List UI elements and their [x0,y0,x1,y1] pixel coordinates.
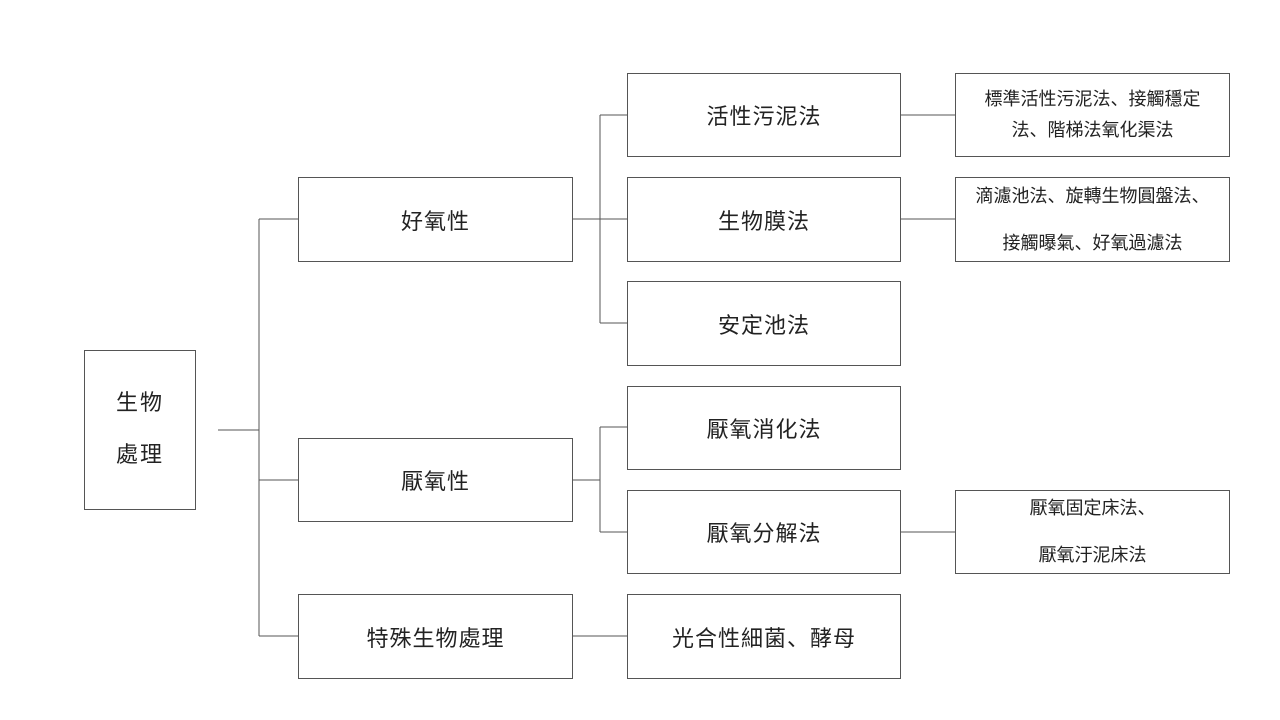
node-photosynthetic-bacteria-yeast: 光合性細菌、酵母 [627,594,901,679]
node-activated-sludge: 活性污泥法 [627,73,901,157]
node-anaerobic-digestion: 厭氧消化法 [627,386,901,470]
node-stabilization-pond-label: 安定池法 [717,313,810,339]
node-anaerobic-decomposition-label: 厭氧分解法 [706,522,822,547]
node-special-label: 特殊生物處理 [366,626,505,652]
node-activated-sludge-label: 活性污泥法 [706,105,822,130]
node-activated-sludge-detail: 標準活性污泥法、接觸穩定 法、階梯法氧化渠法 [955,73,1230,157]
node-stabilization-pond: 安定池法 [627,281,901,366]
root-label-line2: 處理 [115,443,164,468]
node-biofilm-detail: 滴濾池法、旋轉生物圓盤法、 接觸曝氣、好氧過濾法 [955,177,1230,262]
root-node-biological-treatment: 生物 處理 [84,350,196,510]
biofilm-detail-line1: 滴濾池法、旋轉生物圓盤法、 [975,185,1210,207]
activated-sludge-detail-line1: 標準活性污泥法、接觸穩定 [984,89,1201,110]
node-anaerobic-decomposition-detail: 厭氧固定床法、 厭氧汙泥床法 [955,490,1230,574]
node-biofilm-label: 生物膜法 [717,209,810,235]
node-aerobic-label: 好氧性 [400,209,470,235]
root-label-line1: 生物 [115,391,164,416]
anaerobic-decomposition-detail-line2: 厭氧汙泥床法 [1038,545,1147,566]
node-aerobic: 好氧性 [298,177,573,262]
node-anaerobic-label: 厭氧性 [400,470,470,495]
biofilm-detail-line2: 接觸曝氣、好氧過濾法 [1002,232,1183,254]
node-special-biological-treatment: 特殊生物處理 [298,594,573,679]
node-photosynthetic-label: 光合性細菌、酵母 [671,626,856,652]
anaerobic-decomposition-detail-line1: 厭氧固定床法、 [1029,498,1156,519]
node-biofilm: 生物膜法 [627,177,901,262]
node-anaerobic-digestion-label: 厭氧消化法 [706,418,822,443]
node-anaerobic: 厭氧性 [298,438,573,522]
activated-sludge-detail-line2: 法、階梯法氧化渠法 [1011,120,1174,141]
node-anaerobic-decomposition: 厭氧分解法 [627,490,901,574]
